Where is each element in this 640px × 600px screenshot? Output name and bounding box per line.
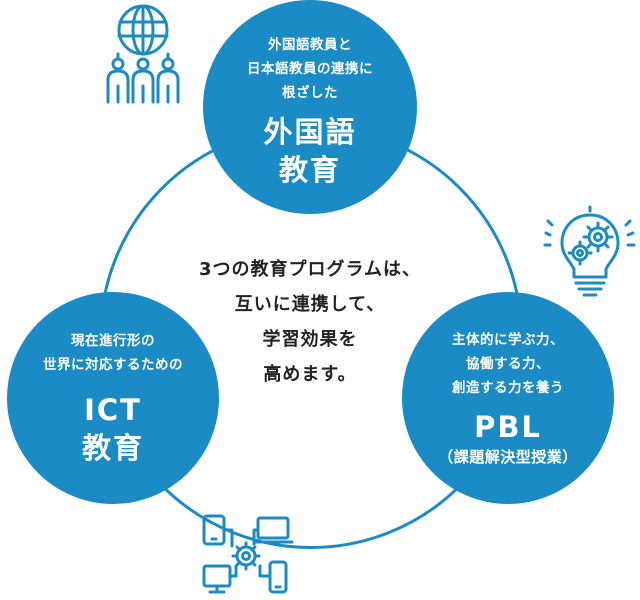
pbl-desc-line: 協働する力、 (466, 356, 550, 372)
pbl-circle: 主体的に学ぶ力、 協働する力、 創造する力を養う PBL （課題解決型授業） (402, 292, 614, 504)
center-line: 互いに連携して、 (234, 294, 386, 315)
globe-people-icon (106, 4, 180, 104)
pbl-desc-line: 創造する力を養う (452, 380, 564, 396)
ict-title-line: ICT (84, 393, 142, 427)
devices-gear-icon (202, 514, 294, 594)
foreign-title-line: 教育 (278, 153, 341, 187)
ict-desc-line: 現在進行形の (71, 333, 155, 349)
center-line: 高めます。 (263, 364, 357, 385)
pbl-desc-line: 主体的に学ぶ力、 (452, 332, 564, 348)
foreign-title-line: 外国語 (263, 115, 357, 149)
center-line: 3つの教育プログラムは、 (199, 259, 421, 280)
center-message: 3つの教育プログラムは、 互いに連携して、 学習効果を 高めます。 (160, 252, 460, 392)
ict-circle: 現在進行形の 世界に対応するための ICT 教育 (7, 292, 219, 504)
pbl-subtitle: （課題解決型授業） (438, 448, 578, 466)
lightbulb-gears-icon (543, 205, 636, 297)
foreign-desc-line: 日本語教員の連携に (247, 61, 373, 77)
pbl-title: PBL (474, 410, 542, 444)
ict-title-line: 教育 (81, 431, 144, 465)
foreign-desc-line: 外国語教員と (268, 37, 352, 53)
ict-desc-line: 世界に対応するための (43, 357, 183, 373)
center-line: 学習効果を (262, 329, 358, 350)
foreign-language-circle: 外国語教員と 日本語教員の連携に 根ざした 外国語 教育 (203, 0, 417, 214)
foreign-desc-line: 根ざした (282, 85, 338, 101)
